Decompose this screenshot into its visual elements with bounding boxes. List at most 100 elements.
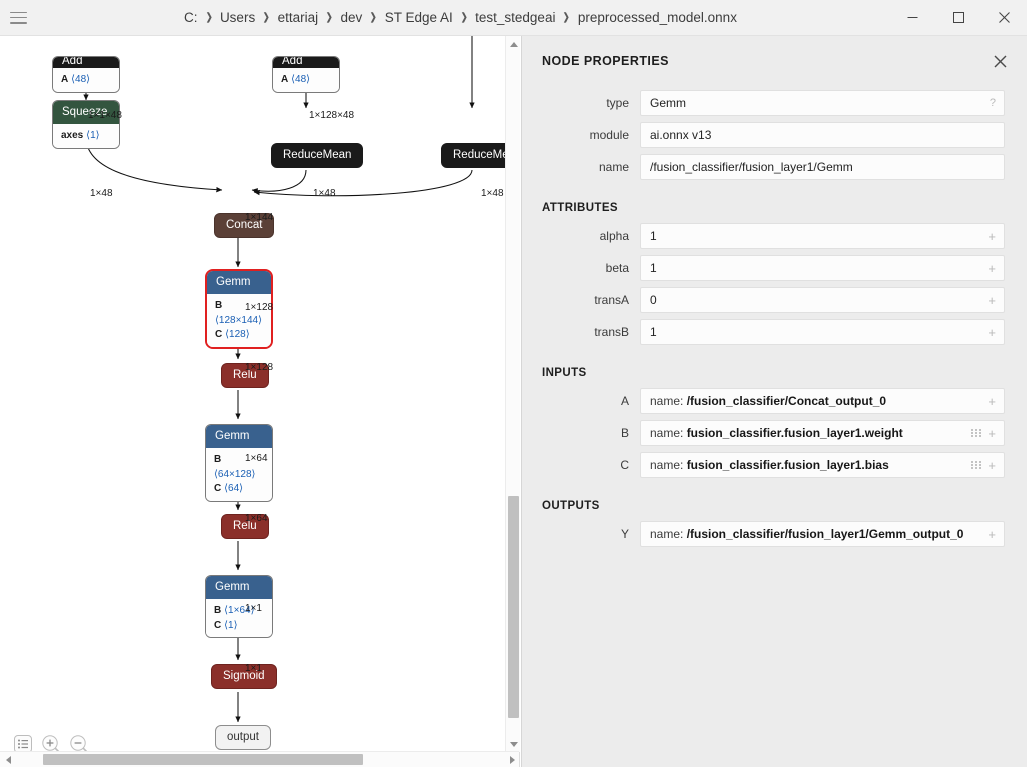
node-type-label: Gemm [206, 425, 272, 449]
graph-node-concat[interactable]: Concat [214, 213, 275, 238]
scroll-up-button[interactable] [506, 36, 521, 52]
attribute-value-box[interactable]: 1 + [640, 319, 1005, 345]
node-arg-key: B [214, 454, 222, 466]
field-value-box[interactable]: /fusion_classifier/fusion_layer1/Gemm [640, 154, 1005, 180]
graph-node-add-right[interactable]: Add A ⟨48⟩ [272, 56, 340, 93]
graph-node-sigmoid[interactable]: Sigmoid [211, 664, 277, 689]
inputs-list: A name: /fusion_classifier/Concat_output… [522, 388, 1027, 478]
node-type-label: Concat [214, 213, 275, 238]
graph-canvas[interactable]: Add A ⟨48⟩ Add A ⟨48⟩ Squeeze [0, 36, 520, 767]
node-type-label: Relu [221, 363, 269, 388]
edge-label: 1×128 [245, 362, 274, 373]
node-arg-key: B [214, 605, 222, 617]
input-value-box[interactable]: name: fusion_classifier.fusion_layer1.we… [640, 420, 1005, 446]
maximize-icon [952, 12, 964, 23]
graph-node-relu-1[interactable]: Relu [221, 363, 269, 388]
output-value-box[interactable]: name: /fusion_classifier/fusion_layer1/G… [640, 521, 1005, 547]
output-label: Y [620, 527, 629, 541]
field-label: type [606, 96, 629, 110]
node-arg-key: C [214, 483, 222, 495]
edge-label: 1×144 [245, 212, 274, 223]
chevron-right-icon: ❯ [370, 12, 377, 23]
input-value-box[interactable]: name: /fusion_classifier/Concat_output_0… [640, 388, 1005, 414]
graph-node-relu-2[interactable]: Relu [221, 514, 269, 539]
node-arg-value: ⟨48⟩ [291, 74, 311, 85]
attribute-value: 1 [650, 261, 657, 275]
graph-node-gemm-3[interactable]: Gemm B ⟨1×64⟩ C ⟨1⟩ [205, 575, 273, 639]
graph-node-gemm-2[interactable]: Gemm B ⟨64×128⟩ C ⟨64⟩ [205, 424, 273, 502]
attribute-label: beta [605, 261, 629, 275]
breadcrumb-item-6[interactable]: preprocessed_model.onnx [577, 10, 737, 25]
input-label: C [620, 458, 629, 472]
field-value-box[interactable]: Gemm ? [640, 90, 1005, 116]
horizontal-scrollbar[interactable] [0, 751, 519, 767]
zoom-out-icon [70, 735, 88, 753]
attribute-value-box[interactable]: 1 + [640, 223, 1005, 249]
zoom-in-button[interactable] [40, 733, 62, 755]
edge-label: 1×1×48 [88, 110, 122, 121]
section-header-attributes: ATTRIBUTES [542, 202, 618, 214]
close-button[interactable] [981, 0, 1027, 36]
expand-icon[interactable]: + [988, 292, 996, 308]
horizontal-scroll-thumb[interactable] [43, 754, 363, 765]
tensor-grid-icon[interactable] [971, 460, 982, 470]
breadcrumb-item-1[interactable]: Users [219, 10, 256, 25]
expand-icon[interactable]: + [988, 425, 996, 441]
vertical-scroll-thumb[interactable] [508, 496, 519, 718]
scroll-down-button[interactable] [506, 736, 521, 752]
breadcrumb-item-5[interactable]: test_stedgeai [475, 10, 556, 25]
node-type-label: Gemm [206, 576, 272, 600]
expand-icon[interactable]: + [988, 228, 996, 244]
vertical-scrollbar[interactable] [505, 36, 520, 752]
attribute-value: 1 [650, 325, 657, 339]
expand-icon[interactable]: + [988, 526, 996, 542]
expand-icon[interactable]: + [988, 324, 996, 340]
edge-label: 1×64 [245, 513, 268, 524]
input-row: B name: fusion_classifier.fusion_layer1.… [522, 420, 1027, 446]
panel-basic-fields: type Gemm ? module ai.onnx v13 name /fus… [522, 90, 1027, 180]
maximize-button[interactable] [935, 0, 981, 36]
field-row-name: name /fusion_classifier/fusion_layer1/Ge… [522, 154, 1027, 180]
graph-node-add-left[interactable]: Add A ⟨48⟩ [52, 56, 120, 93]
node-args: B ⟨128×144⟩ C ⟨128⟩ [207, 294, 271, 347]
breadcrumb-item-4[interactable]: ST Edge AI [384, 10, 453, 25]
minimize-button[interactable] [889, 0, 935, 36]
node-type-label: ReduceMean [271, 143, 364, 168]
attribute-label: alpha [599, 229, 629, 243]
expand-icon[interactable]: + [988, 393, 996, 409]
panel-header: NODE PROPERTIES [522, 36, 1027, 80]
node-type-label: Relu [221, 514, 269, 539]
field-value-box[interactable]: ai.onnx v13 [640, 122, 1005, 148]
expand-icon[interactable]: + [988, 260, 996, 276]
node-arg-key: C [215, 329, 223, 341]
edge-label: 1×1 [245, 603, 262, 614]
graph-node-gemm-1[interactable]: Gemm B ⟨128×144⟩ C ⟨128⟩ [205, 269, 273, 349]
input-value-box[interactable]: name: fusion_classifier.fusion_layer1.bi… [640, 452, 1005, 478]
panel-close-button[interactable] [989, 50, 1011, 72]
attribute-value-box[interactable]: 0 + [640, 287, 1005, 313]
menu-button[interactable] [0, 0, 36, 36]
node-arg-value: ⟨128⟩ [225, 329, 250, 341]
edge-label: 1×128×48 [309, 110, 355, 121]
graph-node-squeeze[interactable]: Squeeze axes ⟨1⟩ [52, 100, 120, 149]
attribute-value-box[interactable]: 1 + [640, 255, 1005, 281]
zoom-out-button[interactable] [68, 733, 90, 755]
tensor-grid-icon[interactable] [971, 428, 982, 438]
node-arg-key: A [61, 74, 69, 85]
expand-icon[interactable]: + [988, 457, 996, 473]
graph-node-reducemean-1[interactable]: ReduceMean [271, 143, 364, 168]
field-value: ai.onnx v13 [650, 128, 712, 142]
breadcrumb-item-3[interactable]: dev [340, 10, 363, 25]
chevron-right-icon: ❯ [460, 12, 468, 23]
output-name-prefix: name: [650, 527, 687, 541]
breadcrumb-item-2[interactable]: ettariaj [277, 10, 319, 25]
node-arg-value: ⟨48⟩ [71, 74, 91, 85]
scroll-left-button[interactable] [0, 752, 16, 767]
breadcrumb-item-0[interactable]: C: [184, 10, 198, 25]
help-icon[interactable]: ? [989, 96, 996, 109]
attribute-row: transB 1 + [522, 319, 1027, 345]
graph-node-output[interactable]: output [215, 725, 271, 750]
input-row: A name: /fusion_classifier/Concat_output… [522, 388, 1027, 414]
scroll-right-button[interactable] [504, 752, 519, 767]
